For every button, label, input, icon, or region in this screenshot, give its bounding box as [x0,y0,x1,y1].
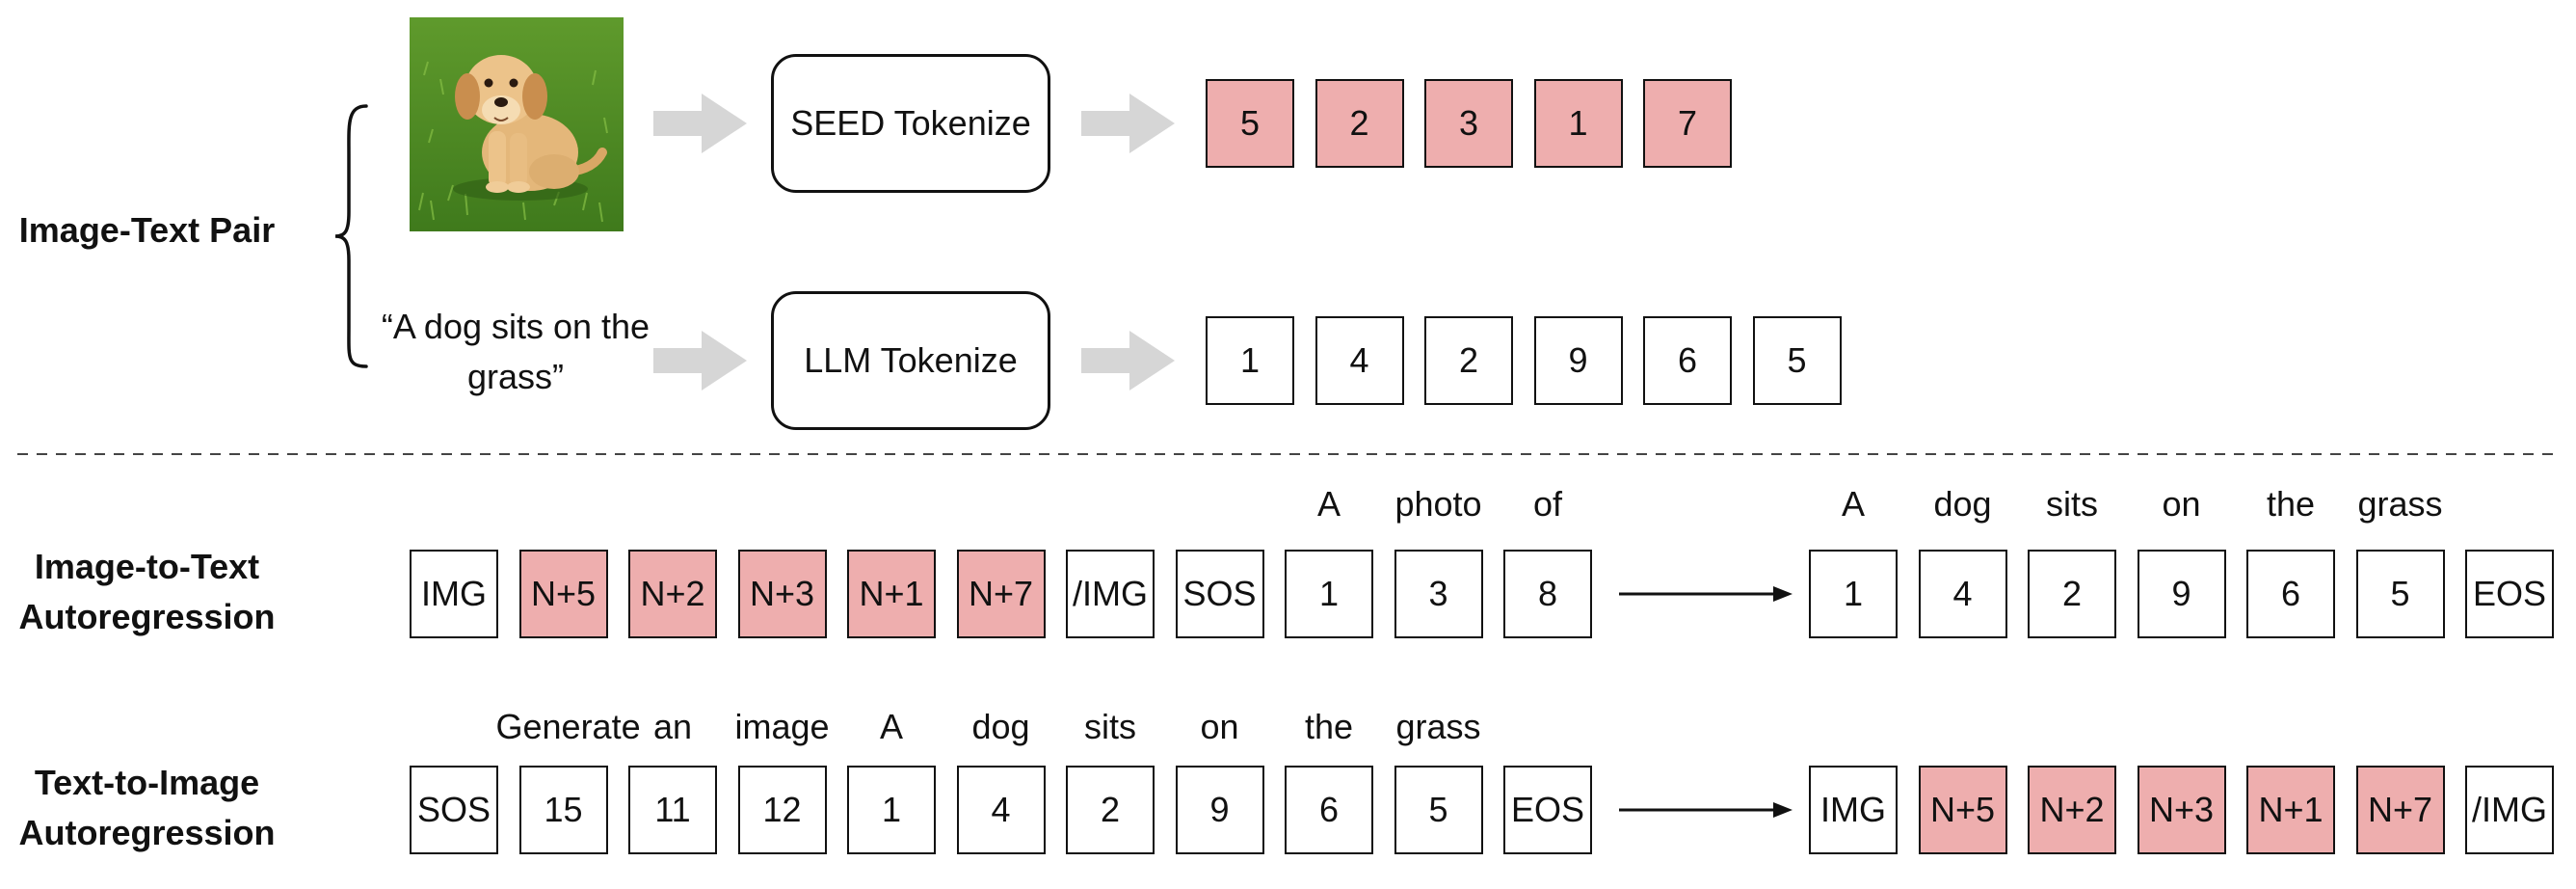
token-word-label: grass [2357,484,2443,524]
token-word-label: sits [1084,707,1136,746]
token-box: IMG [1809,766,1898,854]
token-box: 15 [518,766,608,854]
token-box: 6 [1643,316,1732,405]
text-to-image-label-line1: Text-to-Image [34,763,260,802]
token-box: 4 [956,766,1046,854]
caption-text: “A dog sits on the grass” [381,307,651,396]
token-word-label: of [1532,484,1563,524]
token-box: SOS [1175,550,1264,638]
image-token-box: N+1 [847,550,936,638]
image-text-pair-label: Image-Text Pair [18,210,276,250]
token-word-label: A [1841,484,1865,524]
token-word-label: the [2266,484,2316,524]
token-word-label: photo [1394,484,1482,524]
token-box: 9 [2137,550,2226,638]
token-word-label: the [1304,707,1354,746]
token-box: 2 [2028,550,2116,638]
token-box: 5 [1752,316,1842,405]
curly-brace [334,104,368,368]
image-token-box: N+2 [628,550,717,638]
token-box: 8 [1503,550,1592,638]
image-to-text-label: Image-to-Text Autoregression [0,542,294,642]
text-to-image-label: Text-to-Image Autoregression [0,758,294,858]
puppy-image [410,17,624,231]
text-to-image-label-line2: Autoregression [18,813,276,852]
image-token-box: 7 [1643,79,1732,168]
token-box: 4 [1918,550,2007,638]
image-to-text-label-line2: Autoregression [18,597,276,636]
token-word-label: Generate [495,707,641,746]
token-box: 6 [1285,766,1373,854]
image-to-text-label-line1: Image-to-Text [34,547,260,586]
token-box: 12 [737,766,827,854]
token-box: 1 [1206,316,1294,405]
token-word-label: dog [971,707,1030,746]
arrow-icon [1081,331,1175,391]
token-box: 2 [1424,316,1513,405]
arrow-icon [653,331,747,391]
token-box: 4 [1315,316,1404,405]
image-token-box: N+7 [956,550,1046,638]
token-box: EOS [1503,766,1592,854]
image-token-box: N+3 [737,550,827,638]
section-divider [17,453,2559,455]
image-token-box: N+3 [2137,766,2226,854]
arrow-icon [1619,586,1793,602]
token-box: 5 [2355,550,2445,638]
image-token-box: 3 [1424,79,1513,168]
token-box: /IMG [2465,766,2554,854]
image-token-box: 2 [1315,79,1404,168]
token-box: SOS [410,766,498,854]
arrow-icon [1619,802,1793,818]
seed-tokenize-block: SEED Tokenize [771,54,1050,193]
token-word-label: image [734,707,830,746]
arrow-icon [1081,94,1175,153]
image-token-box: N+5 [518,550,608,638]
image-token-box: N+7 [2355,766,2445,854]
token-box: 1 [847,766,936,854]
token-box: 6 [2246,550,2335,638]
token-word-label: sits [2046,484,2098,524]
token-box: /IMG [1066,550,1155,638]
token-box: 9 [1533,316,1623,405]
token-box: 5 [1394,766,1483,854]
token-word-label: on [1200,707,1239,746]
token-box: EOS [2465,550,2554,638]
token-box: IMG [410,550,498,638]
token-box: 2 [1066,766,1155,854]
arrow-icon [653,94,747,153]
token-box: 3 [1394,550,1483,638]
image-token-box: 5 [1206,79,1294,168]
token-word-label: A [1316,484,1341,524]
image-token-box: N+2 [2028,766,2116,854]
image-token-box: N+5 [1918,766,2007,854]
token-word-label: dog [1933,484,1992,524]
image-token-box: N+1 [2246,766,2335,854]
token-word-label: on [2162,484,2201,524]
token-box: 11 [628,766,717,854]
token-box: 1 [1285,550,1373,638]
token-box: 1 [1809,550,1898,638]
token-word-label: an [652,707,693,746]
token-box: 9 [1175,766,1264,854]
token-word-label: grass [1395,707,1481,746]
token-word-label: A [879,707,903,746]
image-token-box: 1 [1533,79,1623,168]
llm-tokenize-block: LLM Tokenize [771,291,1050,430]
